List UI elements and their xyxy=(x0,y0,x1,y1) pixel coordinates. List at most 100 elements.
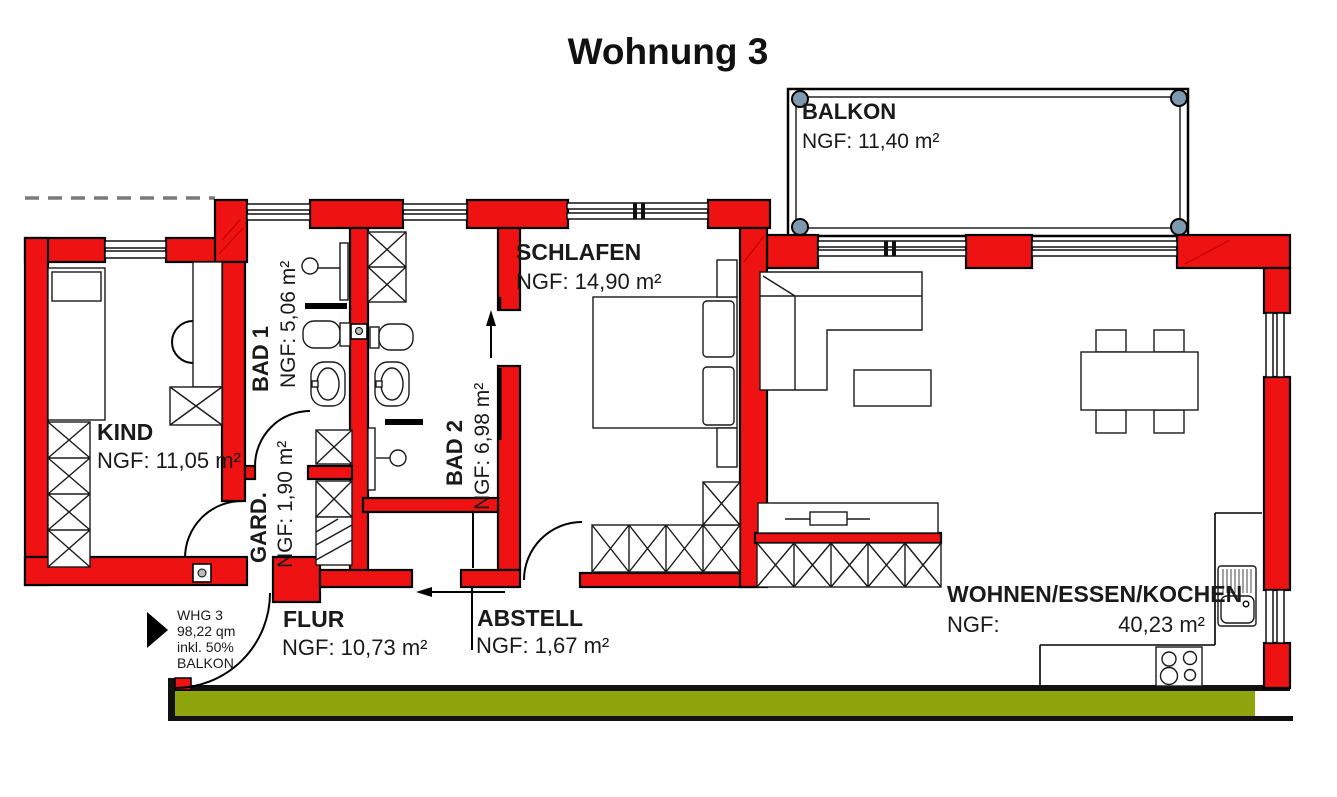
balcony-post xyxy=(791,218,809,236)
balcony xyxy=(786,87,1190,238)
wall xyxy=(1262,266,1292,315)
duct-box xyxy=(192,563,212,583)
whg-line: WHG 3 xyxy=(177,607,223,623)
wall xyxy=(361,496,500,514)
doors xyxy=(171,297,583,689)
bad1-area: NGF: 5,06 m² xyxy=(277,261,300,388)
wall xyxy=(496,226,522,312)
sofa xyxy=(759,271,923,391)
windows xyxy=(104,202,1285,644)
terrace-strip xyxy=(168,677,1293,721)
bad1-name: BAD 1 xyxy=(248,326,273,392)
bad2-name: BAD 2 xyxy=(442,420,467,486)
kind-area: NGF: 11,05 m² xyxy=(97,448,241,473)
schlafen-door-arc xyxy=(523,521,583,581)
terrace-green xyxy=(175,691,1255,716)
wall xyxy=(306,464,354,481)
gard-area: NGF: 1,90 m² xyxy=(274,441,297,568)
gard-shelf xyxy=(315,429,353,566)
schlafen-area: NGF: 14,90 m² xyxy=(516,269,661,294)
kitchen-counter xyxy=(1039,512,1262,686)
room-labels: BALKON NGF: 11,40 m² KIND NGF: 11,05 m² … xyxy=(97,99,1242,660)
window xyxy=(402,203,468,221)
chair xyxy=(1153,329,1185,353)
balcony-post xyxy=(1170,89,1188,107)
schlafen-name: SCHLAFEN xyxy=(516,239,641,265)
bad2-toilet xyxy=(369,323,414,351)
schlafen-nightstand xyxy=(716,427,738,468)
fixtures-bad2 xyxy=(367,231,423,491)
wall xyxy=(578,571,759,589)
whg-line: BALKON xyxy=(177,655,234,671)
wall xyxy=(318,568,414,589)
bad1-partition xyxy=(305,303,347,309)
bad2-shelf xyxy=(367,427,376,491)
wall xyxy=(706,198,772,230)
wall xyxy=(753,531,943,545)
wohnen-area-value: 40,23 m² xyxy=(1118,612,1205,637)
furniture-schlafen xyxy=(591,259,741,573)
cooktop xyxy=(1155,646,1203,687)
dining-set xyxy=(1080,329,1199,434)
window xyxy=(817,240,967,257)
page-title: Wohnung 3 xyxy=(568,31,769,72)
window xyxy=(1265,589,1285,644)
kitchen xyxy=(1039,512,1262,687)
chair xyxy=(1095,329,1127,353)
window xyxy=(566,202,709,220)
wall xyxy=(271,555,322,604)
sliding-door-abstell xyxy=(416,513,505,650)
wall xyxy=(459,568,522,589)
furniture-kind xyxy=(47,261,223,568)
abstell-area: NGF: 1,67 m² xyxy=(476,633,609,658)
window xyxy=(246,203,311,221)
terrace-bottom-edge xyxy=(168,716,1293,721)
wohnen-wardrobe xyxy=(756,542,942,588)
entrance-door-arc xyxy=(174,592,271,689)
bad1-lamp xyxy=(301,257,340,275)
kitchen-sink xyxy=(1217,565,1257,627)
bad1-shelf xyxy=(339,242,349,301)
fixtures-bad1 xyxy=(301,242,351,407)
bad2-lamp xyxy=(376,449,407,467)
bad2-wardrobe xyxy=(367,231,407,303)
whg-line: inkl. 50% xyxy=(177,639,234,655)
window xyxy=(1265,312,1285,378)
wall xyxy=(23,236,50,587)
slide-arrow-icon xyxy=(486,310,496,326)
schlafen-pillow xyxy=(702,300,735,358)
kind-door-arc xyxy=(184,500,243,559)
balcony-outer-rail xyxy=(786,87,1190,238)
duct-box xyxy=(350,323,368,340)
gard-name: GARD. xyxy=(246,492,271,563)
balcony-inner-rail xyxy=(795,96,1181,229)
window xyxy=(1031,240,1178,257)
entrance-info: WHG 3 98,22 qm inkl. 50% BALKON xyxy=(147,607,235,671)
schlafen-wardrobe xyxy=(591,481,741,573)
wall-ducts xyxy=(192,323,368,583)
wall xyxy=(1262,641,1292,690)
wall xyxy=(465,198,570,230)
wall xyxy=(964,233,1034,270)
balkon-area: NGF: 11,40 m² xyxy=(802,130,939,153)
sliding-door-schlafen xyxy=(486,297,502,440)
chair xyxy=(1095,409,1127,434)
coffee-table xyxy=(853,369,932,407)
kind-wardrobe-right xyxy=(169,261,223,426)
schlafen-pillow xyxy=(702,366,735,426)
kind-wardrobe-left xyxy=(47,421,91,568)
wohnen-name: WOHNEN/ESSEN/KOCHEN xyxy=(947,581,1242,607)
furniture-wohnen xyxy=(756,271,1199,588)
bad1-toilet xyxy=(302,320,351,349)
terrace-left-edge xyxy=(168,678,175,721)
flur-area: NGF: 10,73 m² xyxy=(282,635,427,660)
wall xyxy=(348,226,370,575)
wall xyxy=(243,464,257,481)
bad2-sink xyxy=(374,361,410,407)
schlafen-nightstand xyxy=(716,259,738,298)
abstell-name: ABSTELL xyxy=(477,605,583,631)
wall xyxy=(1262,375,1292,592)
bad2-partition xyxy=(385,419,423,425)
wall xyxy=(765,233,820,270)
